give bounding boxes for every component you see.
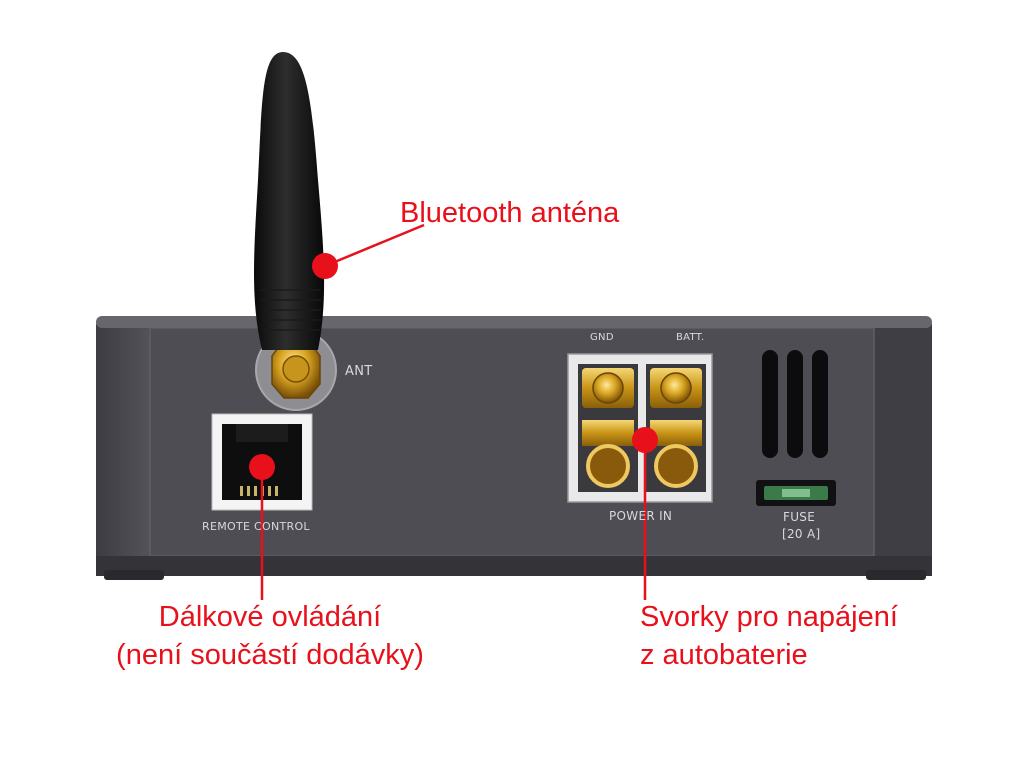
fuse-holder <box>756 480 836 506</box>
remote-callout: Dálkové ovládání (není součástí dodávky) <box>105 598 435 674</box>
power-callout-line1: Svorky pro napájení <box>640 601 898 633</box>
remote-control-label: REMOTE CONTROL <box>202 520 310 533</box>
gnd-terminal <box>582 368 634 488</box>
callout-lines <box>260 223 647 600</box>
antenna-leader-line <box>324 223 425 268</box>
power-terminal-block <box>567 353 713 503</box>
power-dot <box>632 427 658 453</box>
remote-callout-line1: Dálkové ovládání <box>158 601 382 633</box>
callout-dots <box>249 253 658 480</box>
vent-slots <box>762 350 828 458</box>
fuse-label: FUSE <box>783 510 816 524</box>
batt-label: BATT. <box>676 332 705 343</box>
fuse-rating-label: [20 A] <box>782 527 821 541</box>
gnd-label: GND <box>590 332 614 343</box>
antenna-dot <box>312 253 338 279</box>
power-callout-line2: z autobaterie <box>640 639 808 671</box>
bluetooth-antenna <box>254 52 325 350</box>
batt-terminal <box>650 368 702 488</box>
remote-callout-line2: (není součástí dodávky) <box>116 639 424 671</box>
power-in-label: POWER IN <box>609 509 673 523</box>
power-callout: Svorky pro napájení z autobaterie <box>640 598 898 674</box>
ant-label: ANT <box>345 364 373 379</box>
antenna-callout: Bluetooth anténa <box>400 197 620 229</box>
remote-dot <box>249 454 275 480</box>
